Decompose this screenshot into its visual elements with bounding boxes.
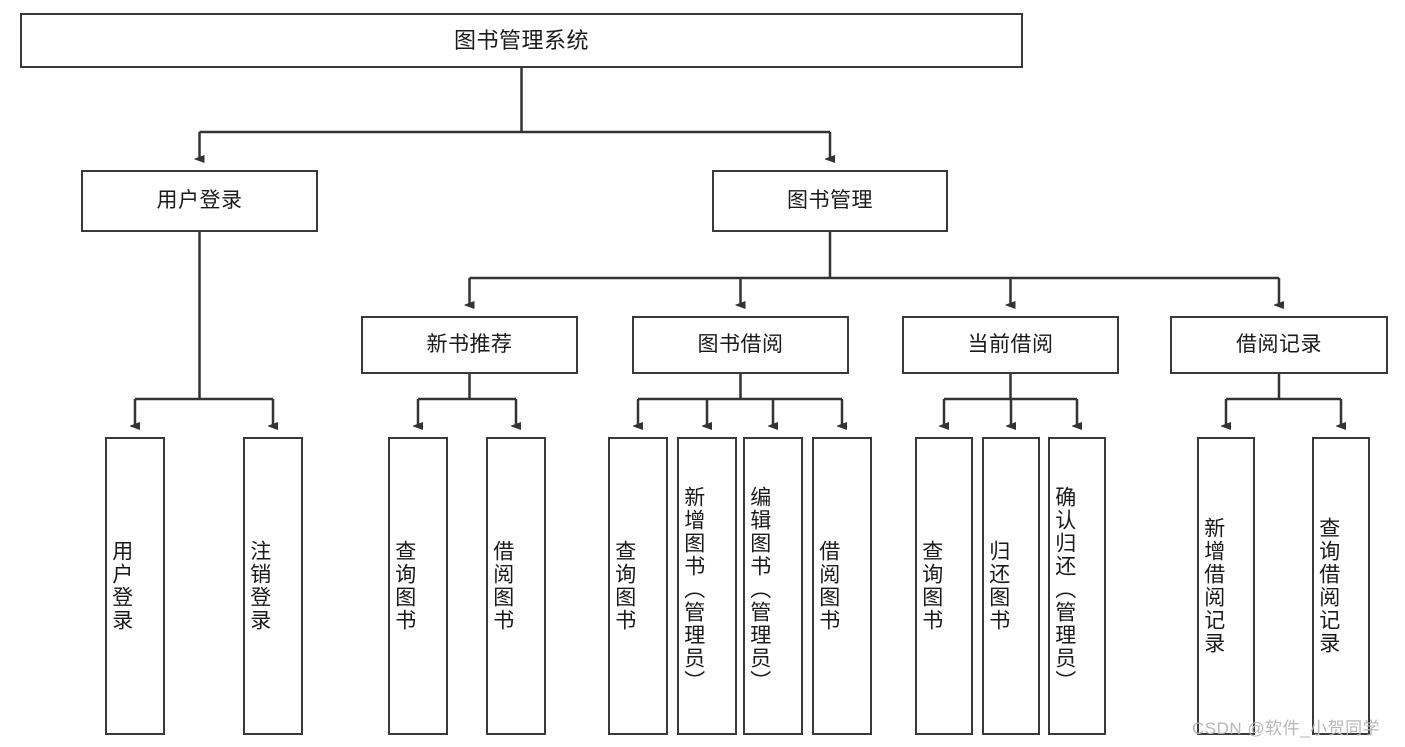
watermark-text: CSDN @软件_小贺同学 <box>1192 719 1381 738</box>
node-label: 归还图书 <box>986 540 1010 632</box>
node-leaf-user-logout[interactable]: 注销登录 <box>243 437 303 735</box>
node-leaf-rec-add[interactable]: 新增借阅记录 <box>1197 437 1255 735</box>
node-leaf-cur-query[interactable]: 查询图书 <box>915 437 973 735</box>
node-leaf-user-login[interactable]: 用户登录 <box>105 437 165 735</box>
node-label: 新增借阅记录 <box>1201 517 1225 655</box>
node-leaf-new-query[interactable]: 查询图书 <box>388 437 448 735</box>
node-label: 新增图书（管理员） <box>681 485 705 693</box>
node-label: 用户登录 <box>109 540 133 632</box>
node-label: 确认归还（管理员） <box>1052 485 1076 693</box>
node-label: 查询图书 <box>392 540 416 632</box>
node-label: 查询图书 <box>612 540 636 632</box>
node-leaf-bo-edit[interactable]: 编辑图书（管理员） <box>743 437 803 735</box>
node-label: 借阅记录 <box>1236 332 1322 356</box>
node-label: 注销登录 <box>247 540 271 632</box>
node-current[interactable]: 当前借阅 <box>902 316 1119 374</box>
node-label: 图书管理 <box>787 188 873 212</box>
node-label: 查询图书 <box>919 540 943 632</box>
node-leaf-bo-borrow[interactable]: 借阅图书 <box>812 437 872 735</box>
node-leaf-cur-return[interactable]: 归还图书 <box>982 437 1040 735</box>
node-leaf-rec-query[interactable]: 查询借阅记录 <box>1312 437 1370 735</box>
node-leaf-bo-add[interactable]: 新增图书（管理员） <box>677 437 737 735</box>
node-login[interactable]: 用户登录 <box>81 170 318 232</box>
node-newbook[interactable]: 新书推荐 <box>361 316 578 374</box>
node-leaf-cur-confirm[interactable]: 确认归还（管理员） <box>1048 437 1106 735</box>
node-label: 借阅图书 <box>816 540 840 632</box>
node-label: 编辑图书（管理员） <box>747 485 771 693</box>
node-root[interactable]: 图书管理系统 <box>20 13 1023 68</box>
node-leaf-bo-query[interactable]: 查询图书 <box>608 437 668 735</box>
node-borrow[interactable]: 图书借阅 <box>632 316 849 374</box>
node-label: 新书推荐 <box>426 332 513 356</box>
node-label: 查询借阅记录 <box>1316 517 1340 655</box>
node-records[interactable]: 借阅记录 <box>1170 316 1388 374</box>
node-leaf-new-borrow[interactable]: 借阅图书 <box>486 437 546 735</box>
node-label: 当前借阅 <box>967 332 1054 356</box>
node-bookmgmt[interactable]: 图书管理 <box>712 170 948 232</box>
node-label: 图书借阅 <box>697 332 784 356</box>
node-label: 借阅图书 <box>490 540 514 632</box>
node-label: 用户登录 <box>156 188 243 212</box>
node-label: 图书管理系统 <box>453 27 589 53</box>
